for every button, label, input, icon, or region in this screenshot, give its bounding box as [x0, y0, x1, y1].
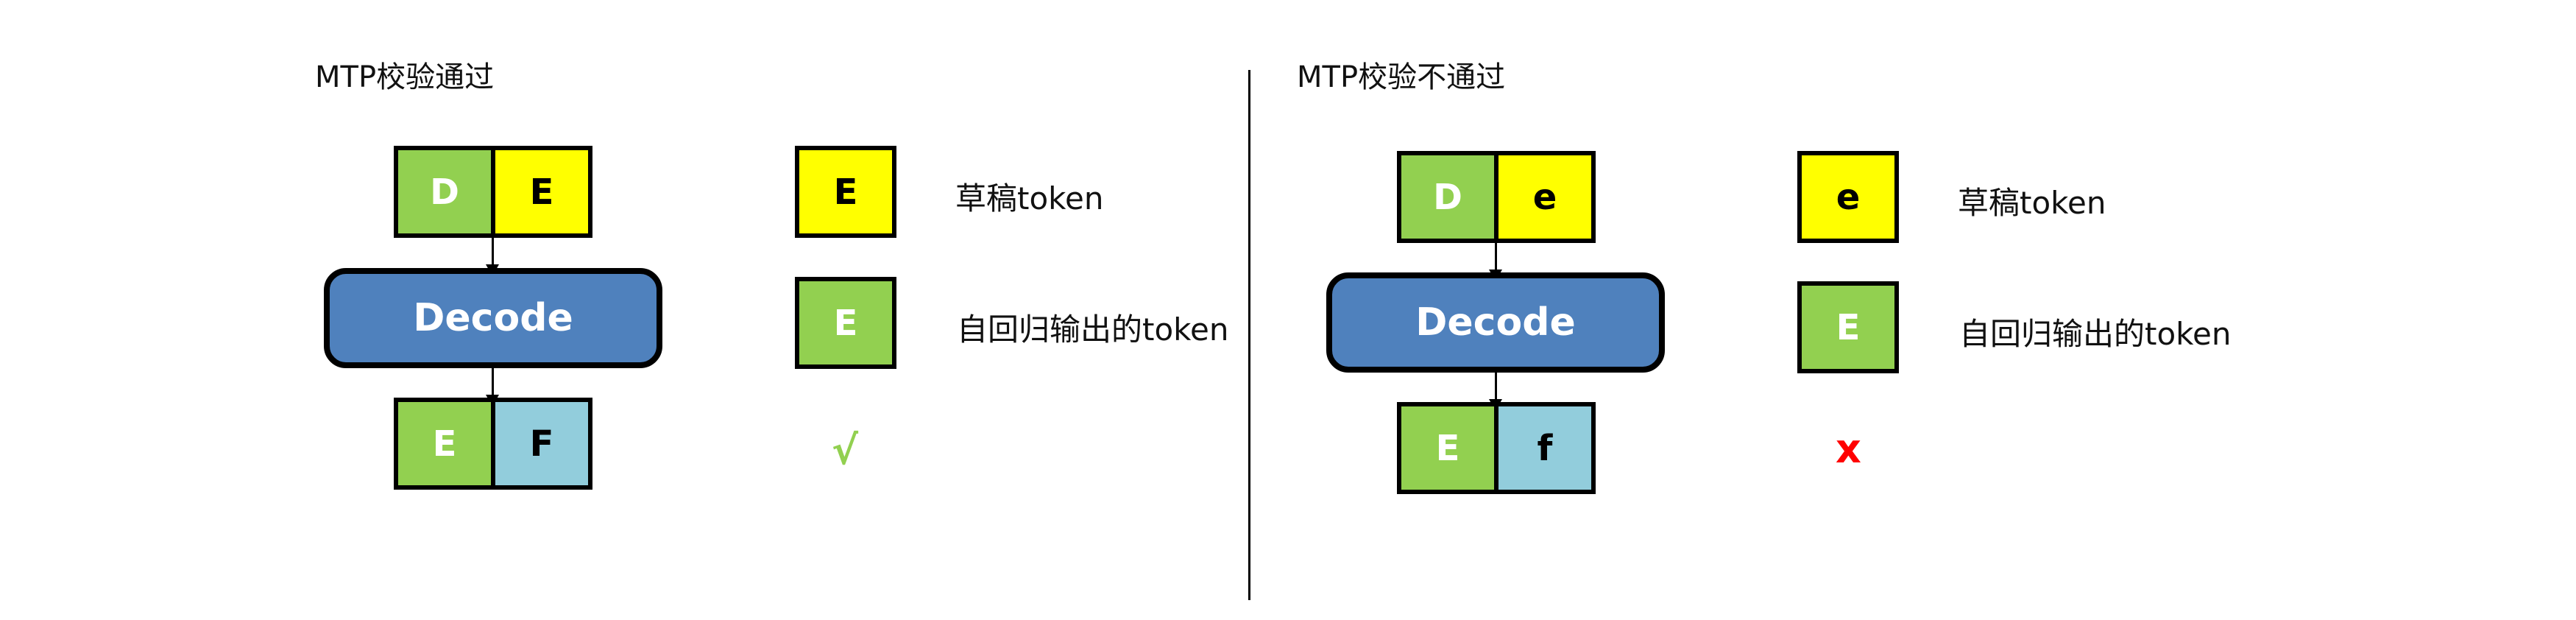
- right-decode-block: Decode: [1326, 272, 1665, 373]
- left-legend-draft-swatch: E: [795, 146, 896, 238]
- right-arrow-in: [1489, 243, 1502, 281]
- left-legend-draft-label: 草稿token: [955, 180, 1104, 216]
- left-panel-title: MTP校验通过: [315, 60, 495, 94]
- right-input-token-1: D: [1397, 151, 1498, 243]
- right-legend-draft-swatch: e: [1797, 151, 1899, 243]
- left-arrow-in: [486, 238, 499, 276]
- right-output-token-2: f: [1494, 402, 1596, 494]
- left-legend-ar-label: 自回归输出的token: [957, 311, 1229, 348]
- left-output-token-2: F: [491, 398, 592, 490]
- panel-divider: [1248, 70, 1250, 600]
- right-legend-ar-label: 自回归输出的token: [1959, 316, 2232, 352]
- left-arrow-out: [486, 368, 499, 406]
- left-decode-block: Decode: [324, 268, 662, 368]
- right-legend-ar-swatch: E: [1797, 281, 1899, 373]
- left-legend-ar-swatch: E: [795, 277, 896, 369]
- left-input-token-2: E: [491, 146, 592, 238]
- right-input-token-2: e: [1494, 151, 1596, 243]
- right-arrow-out: [1489, 373, 1502, 411]
- right-legend-draft-label: 草稿token: [1958, 185, 2106, 221]
- left-input-token-1: D: [394, 146, 495, 238]
- left-output-token-1: E: [394, 398, 495, 490]
- right-output-token-1: E: [1397, 402, 1498, 494]
- right-result-cross-icon: x: [1836, 426, 1861, 472]
- right-panel-title: MTP校验不通过: [1297, 60, 1506, 94]
- left-result-check-icon: √: [832, 427, 859, 473]
